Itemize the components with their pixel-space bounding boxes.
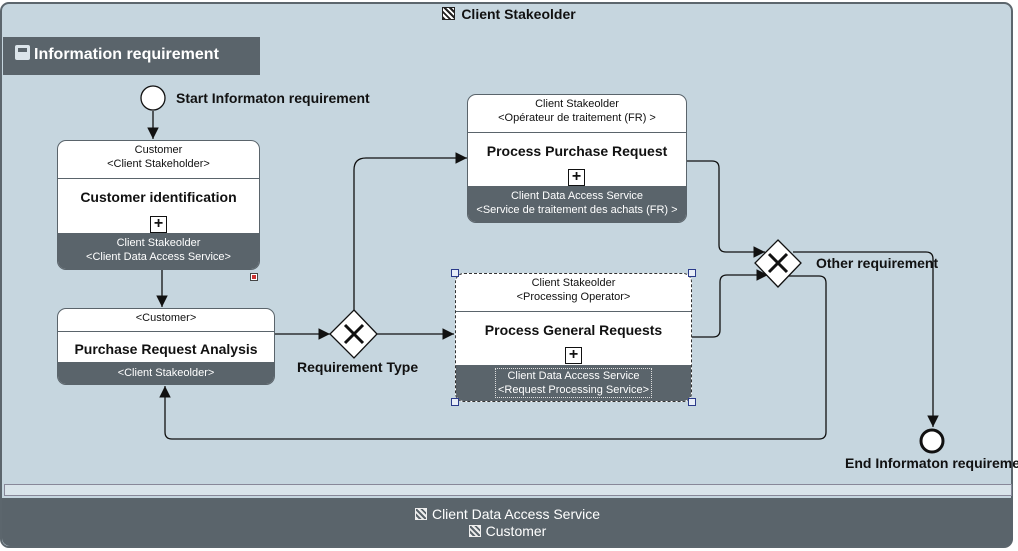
task-process-general-requests[interactable]: Client Stakeolder <Processing Operator> …: [455, 273, 692, 402]
task-footer-line: <Request Processing Service>: [497, 384, 650, 396]
task-purchase-request-analysis[interactable]: <Customer> Purchase Request Analysis <Cl…: [57, 308, 275, 385]
task-header: Client Stakeolder <Processing Operator>: [456, 274, 691, 312]
flow-other-to-end: [793, 251, 939, 427]
task-footer-line: Client Data Access Service: [510, 190, 644, 202]
task-header: <Customer>: [58, 309, 274, 332]
footer-line: Client Data Access Service: [431, 506, 601, 522]
service-icon: [414, 508, 427, 520]
task-header-line: <Customer>: [135, 312, 197, 324]
task-header-line: <Processing Operator>: [516, 291, 631, 303]
resize-handle[interactable]: [451, 269, 459, 277]
start-event-label: Start Informaton requirement: [176, 90, 370, 106]
task-process-purchase-request[interactable]: Client Stakeolder <Opérateur de traiteme…: [467, 94, 687, 223]
gateway-requirement-type: [329, 309, 378, 359]
lane-divider: [4, 484, 1012, 496]
subprocess-plus-icon[interactable]: +: [150, 216, 167, 233]
flow-general-to-other: [692, 269, 768, 338]
task-footer: Client Data Access Service <Service de t…: [468, 186, 686, 222]
task-footer-line: <Client Data Access Service>: [86, 251, 231, 263]
task-header-line: Customer: [134, 144, 183, 156]
resize-handle[interactable]: [688, 269, 696, 277]
end-event-label: End Informaton requirement: [845, 455, 1018, 471]
gateway-other-label: Other requirement: [816, 255, 939, 271]
pool-title: Client Stakeolder: [0, 6, 1018, 22]
flow-purchase-to-other: [687, 160, 765, 258]
flow-gateway-to-purchase: [353, 152, 467, 311]
lane-header[interactable]: Information requirement: [3, 37, 260, 75]
resize-handle[interactable]: [451, 398, 459, 406]
end-event: [919, 428, 945, 454]
task-name: Purchase Request Analysis: [74, 341, 258, 357]
task-header-line: Client Stakeolder: [535, 98, 619, 110]
task-footer: Client Stakeolder <Client Data Access Se…: [58, 233, 259, 269]
task-footer-line: Client Stakeolder: [116, 237, 201, 249]
task-header: Customer <Client Stakeholder>: [58, 141, 259, 179]
pool-icon: [442, 7, 456, 20]
subprocess-plus-icon[interactable]: +: [565, 347, 582, 364]
customer-icon: [468, 525, 481, 537]
start-event: [140, 85, 166, 111]
task-header: Client Stakeolder <Opérateur de traiteme…: [468, 95, 686, 133]
flow-loop-back: [159, 275, 827, 440]
task-customer-identification[interactable]: Customer <Client Stakeholder> Customer i…: [57, 140, 260, 270]
lane-icon: [15, 45, 30, 60]
subprocess-plus-icon[interactable]: +: [568, 169, 585, 186]
task-footer-line: Client Data Access Service: [507, 370, 640, 382]
task-name: Process General Requests: [484, 322, 663, 338]
lane-title: Information requirement: [34, 46, 219, 63]
task-footer-line: <Client Stakeolder>: [117, 367, 215, 379]
gateway-other-requirement: [754, 239, 802, 288]
gateway-type-label: Requirement Type: [297, 359, 419, 375]
task-footer: Client Data Access Service <Request Proc…: [456, 365, 691, 401]
task-header-line: Client Stakeolder: [531, 277, 616, 289]
footer-line: Customer: [485, 523, 547, 539]
pool-title-text: Client Stakeolder: [461, 6, 576, 22]
pool-footer: Client Data Access Service Customer: [2, 498, 1013, 546]
task-name: Process Purchase Request: [486, 143, 668, 159]
task-footer-line: <Service de traitement des achats (FR) >: [476, 204, 678, 216]
task-header-line: <Client Stakeholder>: [107, 158, 210, 170]
task-name: Customer identification: [80, 189, 237, 205]
task-footer-box: Client Data Access Service <Request Proc…: [494, 368, 653, 398]
task-header-line: <Opérateur de traitement (FR) >: [498, 112, 656, 124]
resize-handle[interactable]: [688, 398, 696, 406]
marker-icon: [250, 273, 258, 281]
task-footer: <Client Stakeolder>: [58, 362, 274, 384]
